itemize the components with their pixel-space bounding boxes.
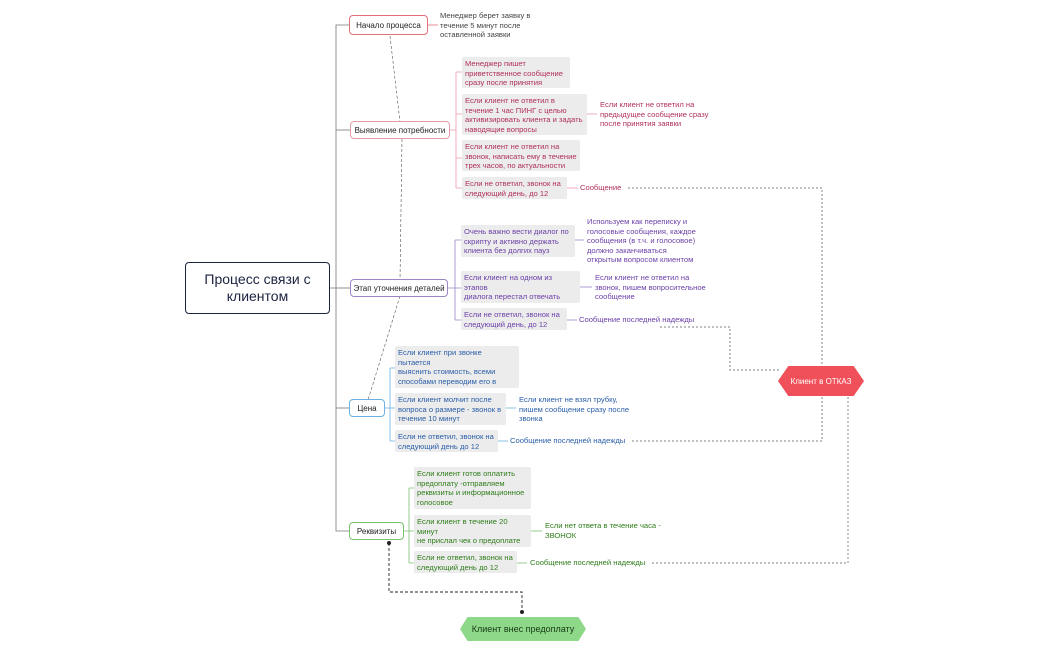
requisites-followup: Сообщение последней надежды — [530, 558, 646, 567]
price-item-2[interactable]: Если клиент молчит после вопроса о разме… — [395, 393, 506, 425]
needs-side-note: Если клиент не ответил на предыдущее соо… — [600, 100, 709, 129]
details-item-1[interactable]: Очень важно вести диалог по скрипту и ак… — [461, 225, 575, 257]
requisites-item-2[interactable]: Если клиент в течение 20 минут не присла… — [414, 515, 531, 547]
needs-item-3[interactable]: Если клиент не ответил на звонок, написа… — [462, 140, 580, 171]
needs-followup: Сообщение — [580, 183, 622, 192]
refusal-label: Клиент в ОТКАЗ — [790, 376, 852, 386]
price-item-1[interactable]: Если клиент при звонке пытается выяснить… — [395, 346, 519, 388]
refusal-node[interactable]: Клиент в ОТКАЗ — [778, 366, 864, 396]
prepaid-node[interactable]: Клиент внес предоплату — [460, 617, 586, 641]
requisites-note: Если нет ответа в течение часа - ЗВОНОК — [545, 521, 661, 540]
requisites-item-3[interactable]: Если не ответил, звонок на следующий ден… — [414, 551, 517, 573]
branch-needs[interactable]: Выявление потребности — [350, 121, 450, 139]
start-note: Менеджер берет заявку в течение 5 минут … — [440, 11, 531, 40]
details-note-1: Используем как переписку и голосовые соо… — [587, 217, 696, 265]
prepaid-label: Клиент внес предоплату — [471, 624, 575, 634]
branch-start[interactable]: Начало процесса — [349, 15, 428, 35]
details-note-2: Если клиент не ответил на звонок, пишем … — [595, 273, 706, 302]
central-topic[interactable]: Процесс связи с клиентом — [185, 262, 330, 314]
price-followup: Сообщение последней надежды — [510, 436, 626, 445]
branch-requisites[interactable]: Реквизиты — [349, 522, 404, 540]
details-item-2[interactable]: Если клиент на одном из этапов диалога п… — [461, 271, 580, 303]
price-item-3[interactable]: Если не ответил, звонок на следующий ден… — [395, 430, 498, 452]
needs-item-1[interactable]: Менеджер пишет приветственное сообщение … — [462, 57, 570, 88]
branch-details[interactable]: Этап уточнения деталей — [350, 279, 448, 297]
requisites-item-1[interactable]: Если клиент готов оплатить предоплату -о… — [414, 467, 531, 509]
branch-price[interactable]: Цена — [349, 399, 385, 417]
details-item-3[interactable]: Если не ответил, звонок на следующий ден… — [461, 308, 567, 330]
details-followup: Сообщение последней надежды — [579, 315, 695, 324]
needs-item-4[interactable]: Если не ответил, звонок на следующий ден… — [462, 177, 567, 199]
price-note: Если клиент не взял трубку, пишем сообще… — [519, 395, 630, 424]
needs-item-2[interactable]: Если клиент не ответил в течение 1 час П… — [462, 94, 587, 135]
